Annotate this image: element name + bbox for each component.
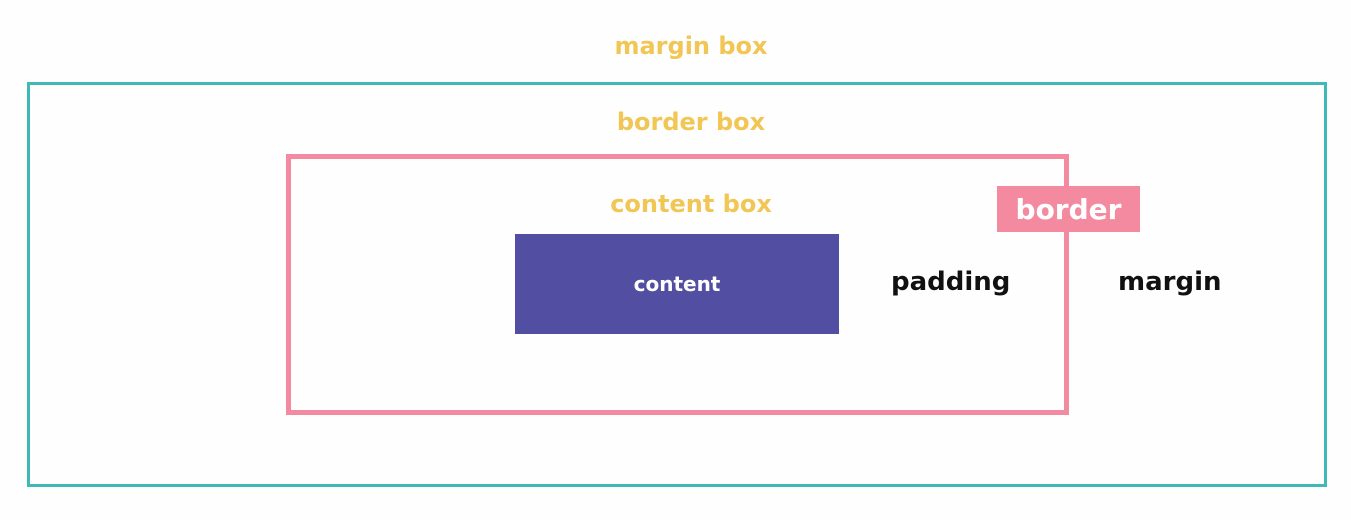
content-box-label: content box [610, 190, 772, 218]
padding-label: padding [891, 267, 1011, 297]
border-tag: border [997, 186, 1140, 232]
border-box-outline [286, 154, 1069, 415]
margin-box-outline [27, 82, 1327, 487]
content-label: content [633, 272, 721, 296]
margin-label: margin [1118, 267, 1222, 297]
border-label: border [1015, 192, 1122, 226]
margin-box-label: margin box [614, 32, 768, 60]
content-box: content [515, 234, 839, 334]
border-box-label: border box [616, 108, 766, 136]
